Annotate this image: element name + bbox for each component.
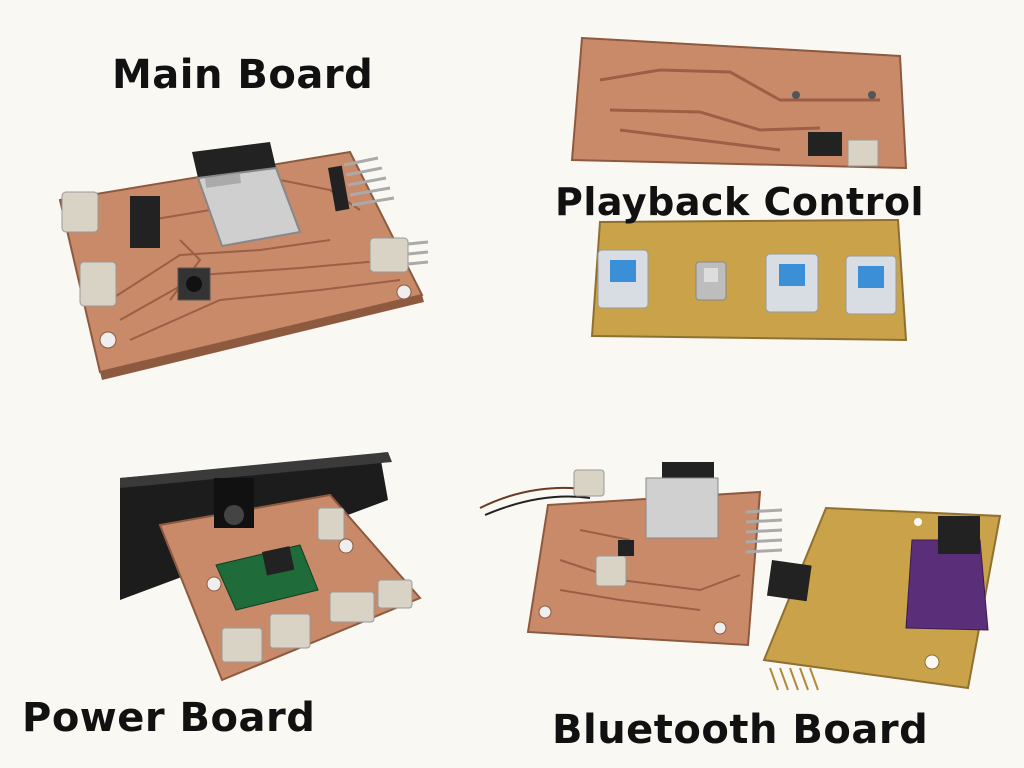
playback-control-photo (570, 36, 908, 342)
bluetooth-board-caption: Bluetooth Board (552, 707, 929, 753)
main-board-photo (58, 142, 429, 380)
bluetooth-board-photo (479, 462, 1002, 691)
power-board-caption: Power Board (22, 695, 316, 741)
playback-control-caption: Playback Control (555, 180, 925, 224)
power-board-photo (120, 452, 422, 682)
main-board-caption: Main Board (112, 52, 374, 98)
